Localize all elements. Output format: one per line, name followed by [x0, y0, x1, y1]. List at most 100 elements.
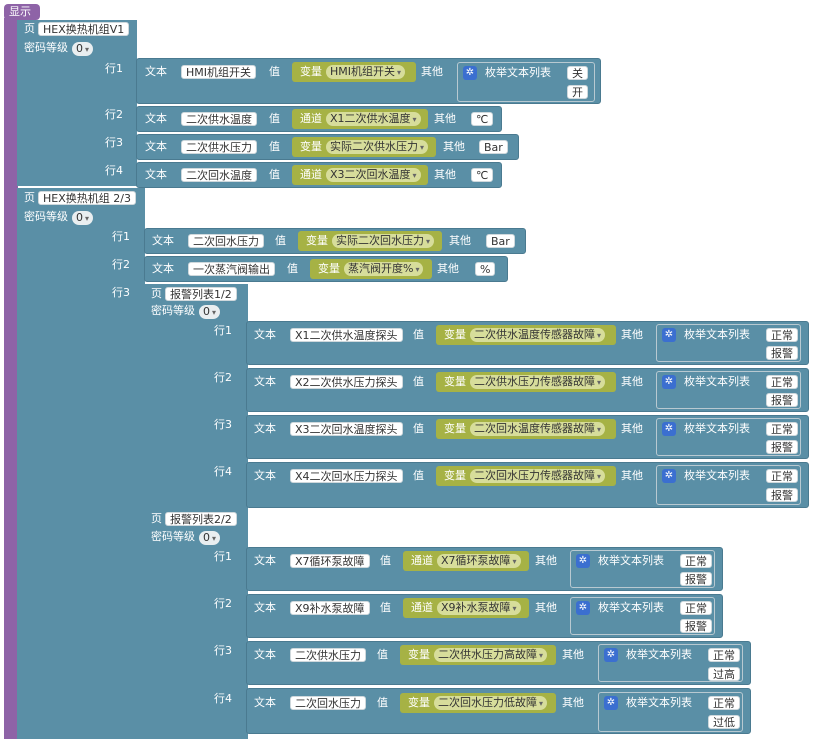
password-level-label: 密码等级	[24, 41, 68, 54]
text-field[interactable]: 一次蒸汽阀输出	[188, 262, 275, 276]
unit-field[interactable]: ℃	[471, 168, 494, 182]
enum-item-field[interactable]: 报警	[680, 619, 712, 633]
text-keyword: 文本	[145, 168, 167, 181]
source-keyword: 变量	[318, 262, 340, 275]
text-field[interactable]: HMI机组开关	[181, 65, 257, 79]
source-keyword: 通道	[300, 112, 322, 125]
text-field[interactable]: 二次回水压力	[188, 234, 264, 248]
gear-icon[interactable]: ✲	[662, 328, 676, 342]
variable-dropdown[interactable]: 二次供水压力传感器故障▾	[470, 375, 606, 389]
enum-item-field[interactable]: 正常	[766, 422, 798, 436]
variable-dropdown[interactable]: HMI机组开关▾	[326, 65, 406, 79]
chevron-down-icon: ▾	[412, 115, 417, 124]
source-keyword: 变量	[408, 696, 430, 709]
subpage-block-1[interactable]	[144, 284, 248, 510]
password-level-dropdown[interactable]: 0▾	[199, 305, 221, 319]
row-label: 行4	[214, 692, 232, 705]
channel-dropdown[interactable]: X1二次供水温度▾	[326, 112, 421, 126]
unit-field[interactable]: Bar	[479, 140, 508, 154]
enum-item-field[interactable]: 正常	[680, 554, 712, 568]
text-field[interactable]: X9补水泵故障	[290, 601, 370, 615]
text-field[interactable]: 二次供水压力	[181, 140, 257, 154]
text-field[interactable]: 二次供水压力	[290, 648, 366, 662]
enum-item-field[interactable]: 报警	[766, 346, 798, 360]
password-level-dropdown[interactable]: 0▾	[199, 531, 221, 545]
text-keyword: 文本	[254, 469, 276, 482]
display-block[interactable]	[4, 4, 40, 20]
other-keyword: 其他	[535, 601, 557, 614]
enum-item-field[interactable]: 报警	[680, 572, 712, 586]
text-field[interactable]: X2二次供水压力探头	[290, 375, 403, 389]
enum-keyword: 枚举文本列表	[626, 696, 692, 709]
enum-item-field[interactable]: 正常	[766, 469, 798, 483]
gear-icon[interactable]: ✲	[463, 66, 477, 80]
source-keyword: 变量	[444, 469, 466, 482]
text-field[interactable]: X1二次供水温度探头	[290, 328, 403, 342]
row-label: 行1	[214, 550, 232, 563]
other-keyword: 其他	[535, 554, 557, 567]
chevron-down-icon: ▾	[597, 472, 602, 481]
text-field[interactable]: X3二次回水温度探头	[290, 422, 403, 436]
text-keyword: 文本	[152, 262, 174, 275]
other-keyword: 其他	[562, 648, 584, 661]
variable-dropdown[interactable]: 二次回水压力传感器故障▾	[470, 469, 606, 483]
page-title-field[interactable]: HEX换热机组V1	[38, 22, 130, 36]
gear-icon[interactable]: ✲	[576, 601, 590, 615]
channel-dropdown[interactable]: X9补水泵故障▾	[437, 601, 521, 615]
row-label: 行2	[214, 371, 232, 384]
text-field[interactable]: 二次回水温度	[181, 168, 257, 182]
unit-field[interactable]: ℃	[471, 112, 494, 126]
gear-icon[interactable]: ✲	[604, 648, 618, 662]
variable-dropdown[interactable]: 二次供水温度传感器故障▾	[470, 328, 606, 342]
text-field[interactable]: X7循环泵故障	[290, 554, 370, 568]
enum-item-field[interactable]: 正常	[708, 648, 740, 662]
source-keyword: 变量	[300, 65, 322, 78]
unit-field[interactable]: Bar	[486, 234, 515, 248]
page-block-2[interactable]	[17, 188, 145, 739]
text-keyword: 文本	[254, 696, 276, 709]
gear-icon[interactable]: ✲	[662, 375, 676, 389]
variable-dropdown[interactable]: 二次供水压力高故障▾	[434, 648, 548, 662]
variable-dropdown[interactable]: 蒸汽阀开度%▾	[344, 262, 424, 276]
subpage-block-2[interactable]	[144, 510, 248, 739]
password-level-dropdown[interactable]: 0▾	[72, 42, 94, 56]
enum-keyword: 枚举文本列表	[598, 601, 664, 614]
enum-item-field[interactable]: 正常	[766, 375, 798, 389]
enum-item-field[interactable]: 报警	[766, 488, 798, 502]
enum-item-field[interactable]: 过高	[708, 667, 740, 681]
variable-dropdown[interactable]: 二次回水压力低故障▾	[434, 696, 548, 710]
password-level-dropdown[interactable]: 0▾	[72, 211, 94, 225]
variable-dropdown[interactable]: 实际二次供水压力▾	[326, 140, 429, 154]
enum-item-field[interactable]: 正常	[680, 601, 712, 615]
gear-icon[interactable]: ✲	[662, 469, 676, 483]
source-keyword: 通道	[300, 168, 322, 181]
enum-item-field[interactable]: 正常	[708, 696, 740, 710]
text-field[interactable]: 二次供水温度	[181, 112, 257, 126]
page-title-field[interactable]: 报警列表2/2	[165, 512, 237, 526]
enum-item-field[interactable]: 关	[567, 66, 588, 80]
channel-dropdown[interactable]: X3二次回水温度▾	[326, 168, 421, 182]
enum-item-field[interactable]: 正常	[766, 328, 798, 342]
display-block-spine[interactable]	[4, 18, 18, 739]
chevron-down-icon: ▾	[85, 214, 90, 223]
gear-icon[interactable]: ✲	[604, 696, 618, 710]
unit-field[interactable]: %	[475, 262, 496, 276]
gear-icon[interactable]: ✲	[662, 422, 676, 436]
source-keyword: 变量	[408, 648, 430, 661]
page-title-field[interactable]: HEX换热机组 2/3	[38, 191, 136, 205]
value-keyword: 值	[377, 648, 388, 661]
gear-icon[interactable]: ✲	[576, 554, 590, 568]
text-field[interactable]: X4二次回水压力探头	[290, 469, 403, 483]
row-label: 行1	[112, 230, 130, 243]
channel-dropdown[interactable]: X7循环泵故障▾	[437, 554, 521, 568]
row-label: 行3	[214, 644, 232, 657]
enum-item-field[interactable]: 开	[567, 85, 588, 99]
variable-dropdown[interactable]: 二次回水温度传感器故障▾	[470, 422, 606, 436]
text-field[interactable]: 二次回水压力	[290, 696, 366, 710]
variable-dropdown[interactable]: 实际二次回水压力▾	[332, 234, 435, 248]
page-title-field[interactable]: 报警列表1/2	[165, 287, 237, 301]
enum-item-field[interactable]: 报警	[766, 393, 798, 407]
enum-item-field[interactable]: 过低	[708, 715, 740, 729]
other-keyword: 其他	[434, 112, 456, 125]
enum-item-field[interactable]: 报警	[766, 440, 798, 454]
